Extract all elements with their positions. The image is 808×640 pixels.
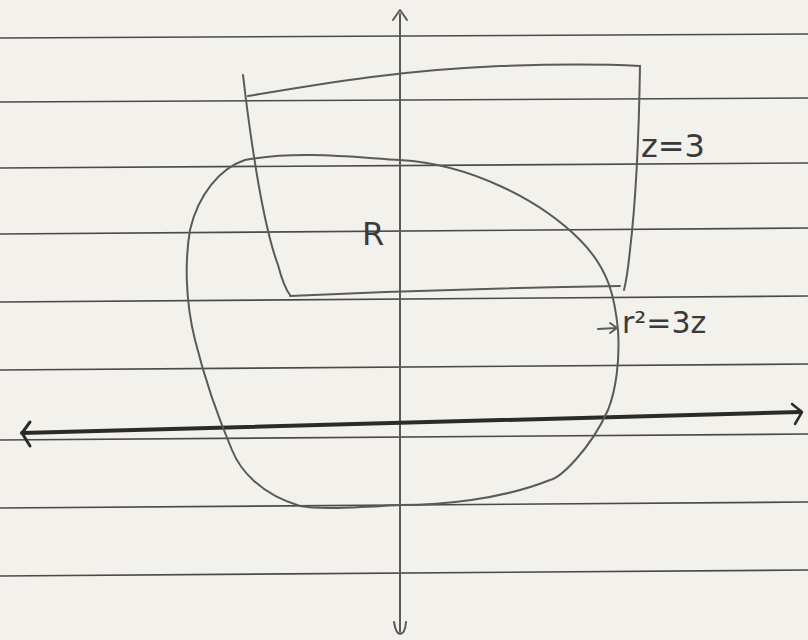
region-label: R <box>362 218 384 250</box>
paraboloid-left <box>243 75 290 295</box>
paraboloid-right <box>624 66 640 290</box>
region-outline <box>187 155 619 508</box>
axis-arrowhead <box>393 10 407 20</box>
axis-arrowhead <box>394 622 406 634</box>
vertical-axis <box>399 14 401 632</box>
horizontal-axis <box>22 412 800 433</box>
leader-arrow <box>598 323 617 333</box>
paraboloid-top <box>248 65 640 97</box>
plane-label: z=3 <box>641 130 705 162</box>
ruled-lines <box>0 34 808 576</box>
surface-label: r²=3z <box>622 308 706 338</box>
axis-arrowhead <box>22 422 30 446</box>
axis-arrowhead <box>792 404 802 424</box>
plane-z3 <box>290 286 620 296</box>
